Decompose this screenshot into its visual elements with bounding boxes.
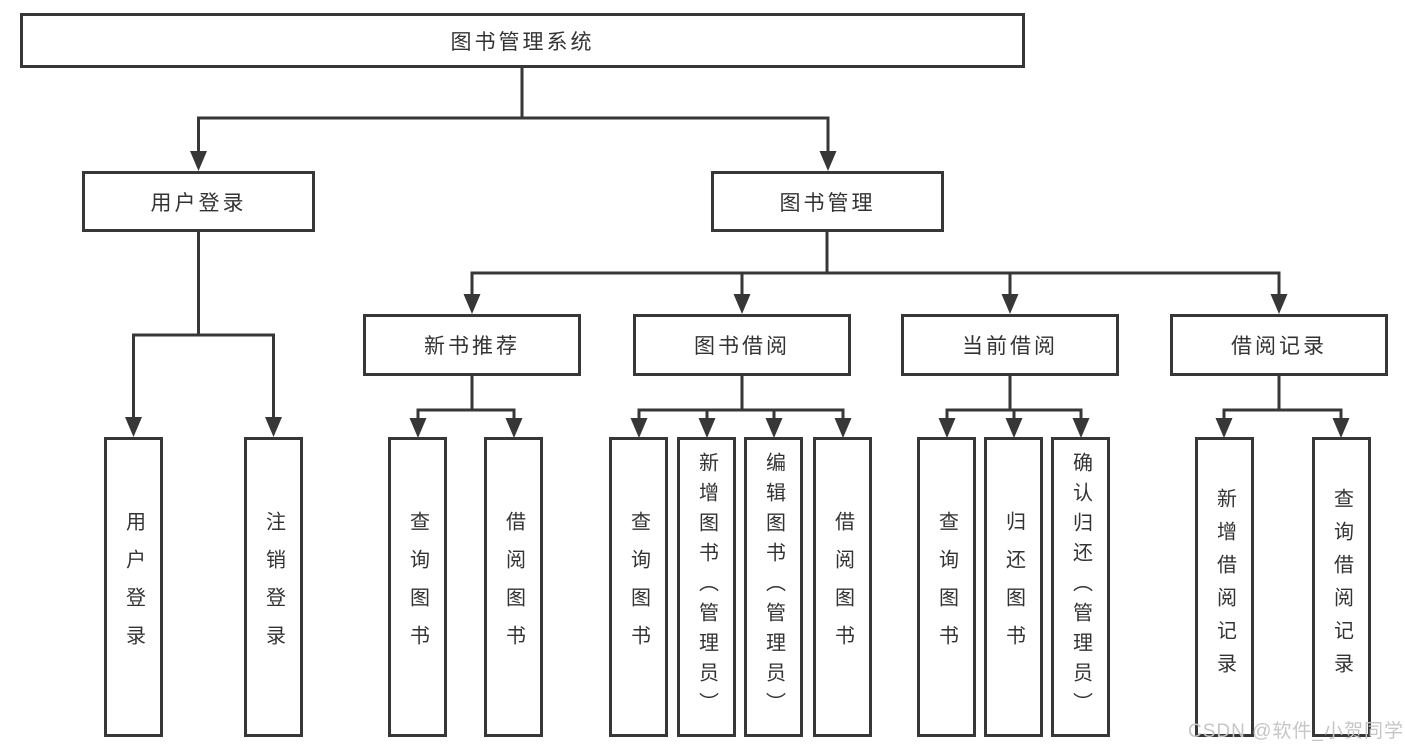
node-current-borrowing-label: 当前借阅 <box>962 335 1058 358</box>
leaf-logout: 注销登录 <box>244 437 303 737</box>
leaf-query-books-current: 查询图书 <box>917 437 976 737</box>
leaf-user-login-label: 用户登录 <box>122 511 145 663</box>
leaf-query-books-recommend-label: 查询图书 <box>406 511 429 663</box>
node-borrowing-records: 借阅记录 <box>1170 314 1388 376</box>
node-new-book-recommendation: 新书推荐 <box>363 314 581 376</box>
leaf-user-login: 用户登录 <box>104 437 163 737</box>
leaf-query-books-recommend: 查询图书 <box>388 437 447 737</box>
leaf-query-borrow-record: 查询借阅记录 <box>1312 437 1371 737</box>
node-current-borrowing: 当前借阅 <box>901 314 1119 376</box>
node-user-login-label: 用户登录 <box>150 191 247 215</box>
node-root: 图书管理系统 <box>20 13 1025 68</box>
leaf-return-books: 归还图书 <box>984 437 1043 737</box>
leaf-borrow-books: 借阅图书 <box>813 437 872 737</box>
leaf-query-books-current-label: 查询图书 <box>935 511 958 663</box>
leaf-edit-books-admin: 编辑图书（管理员） <box>744 437 803 737</box>
node-new-book-recommendation-label: 新书推荐 <box>424 335 520 358</box>
leaf-query-books-borrowing-label: 查询图书 <box>627 511 650 663</box>
node-book-borrowing: 图书借阅 <box>633 314 851 376</box>
leaf-edit-books-admin-label: 编辑图书（管理员） <box>762 452 785 722</box>
node-book-management: 图书管理 <box>711 171 944 232</box>
leaf-borrow-books-label: 借阅图书 <box>831 511 854 663</box>
leaf-query-books-borrowing: 查询图书 <box>609 437 668 737</box>
leaf-add-books-admin-label: 新增图书（管理员） <box>695 452 718 722</box>
leaf-borrow-books-recommend: 借阅图书 <box>484 437 543 737</box>
node-user-login: 用户登录 <box>82 171 315 232</box>
leaf-add-borrow-record: 新增借阅记录 <box>1195 437 1254 737</box>
leaf-return-books-label: 归还图书 <box>1002 511 1025 663</box>
watermark: CSDN @软件_小贺同学 <box>1188 721 1404 742</box>
leaf-add-books-admin: 新增图书（管理员） <box>677 437 736 737</box>
node-book-borrowing-label: 图书借阅 <box>694 335 790 358</box>
node-book-management-label: 图书管理 <box>779 191 876 215</box>
leaf-confirm-return-admin: 确认归还（管理员） <box>1051 437 1110 737</box>
leaf-add-borrow-record-label: 新增借阅记录 <box>1213 488 1236 686</box>
node-root-label: 图书管理系统 <box>450 30 595 54</box>
node-borrowing-records-label: 借阅记录 <box>1231 335 1327 358</box>
leaf-confirm-return-admin-label: 确认归还（管理员） <box>1069 452 1092 722</box>
leaf-borrow-books-recommend-label: 借阅图书 <box>502 511 525 663</box>
leaf-logout-label: 注销登录 <box>262 511 285 663</box>
leaf-query-borrow-record-label: 查询借阅记录 <box>1330 488 1353 686</box>
